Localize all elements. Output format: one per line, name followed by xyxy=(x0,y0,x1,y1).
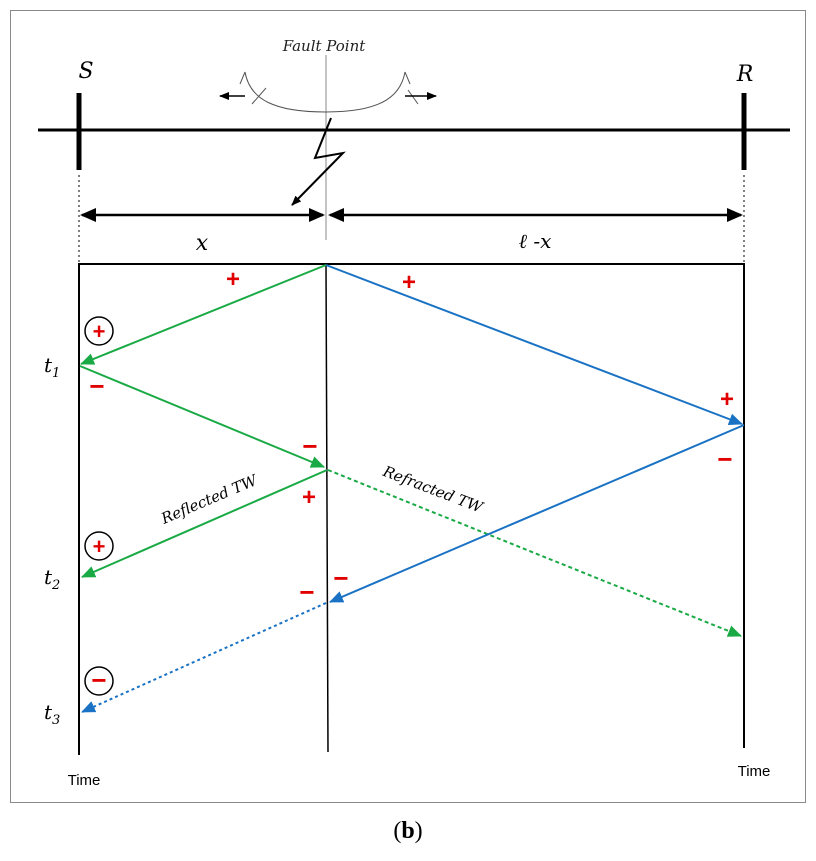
sign-minus-r: − xyxy=(717,444,732,474)
distance-arrow-lx xyxy=(328,208,743,222)
blue-wave-1 xyxy=(325,264,743,425)
distance-x-label: x xyxy=(196,231,209,256)
green-wave-reflected xyxy=(81,469,328,578)
sign-plus-r: + xyxy=(720,386,734,413)
green-wave-2 xyxy=(79,365,325,468)
sign-plus-top-right: + xyxy=(402,269,416,296)
green-wave-1 xyxy=(80,264,327,365)
fault-point-label: Fault Point xyxy=(282,37,367,55)
fault-time-axis xyxy=(325,263,329,753)
t1-label: t1 xyxy=(44,353,60,381)
time-label-left: Time xyxy=(68,772,101,789)
refracted-tw-label: Refracted TW xyxy=(380,462,487,517)
figure-caption: (b) xyxy=(393,818,423,844)
t3-label: t3 xyxy=(44,700,60,728)
sign-plus-top-left: + xyxy=(226,266,240,293)
green-wave-refracted xyxy=(327,469,742,637)
sign-minus-t1: − xyxy=(89,371,104,401)
t2-label: t2 xyxy=(44,565,60,593)
diagram-frame xyxy=(10,10,806,803)
sign-minus-low-2: − xyxy=(333,563,348,593)
sign-plus-circle-2: + xyxy=(93,534,106,559)
sign-plus-circle-1: + xyxy=(93,319,106,344)
sign-plus-mid: + xyxy=(302,484,316,511)
time-label-right: Time xyxy=(738,763,771,780)
sending-end-label: S xyxy=(78,59,93,84)
fault-lightning-icon xyxy=(291,117,346,206)
distance-arrow-x xyxy=(80,208,325,222)
distance-lx-label: ℓ -x xyxy=(519,229,552,253)
wave-left-icon xyxy=(219,71,327,113)
circle-plus-1 xyxy=(84,316,114,346)
sign-minus-circle-3: − xyxy=(91,665,106,695)
circle-plus-2 xyxy=(84,531,114,561)
blue-wave-2 xyxy=(329,424,745,603)
wave-right-icon xyxy=(325,71,437,113)
receiving-end-label: R xyxy=(736,62,754,87)
blue-wave-3 xyxy=(81,602,327,713)
circle-minus-3 xyxy=(84,666,114,696)
sign-minus-mid: − xyxy=(302,431,317,461)
reflected-tw-label: Reflected TW xyxy=(158,471,261,528)
sign-minus-low-1: − xyxy=(299,577,314,607)
